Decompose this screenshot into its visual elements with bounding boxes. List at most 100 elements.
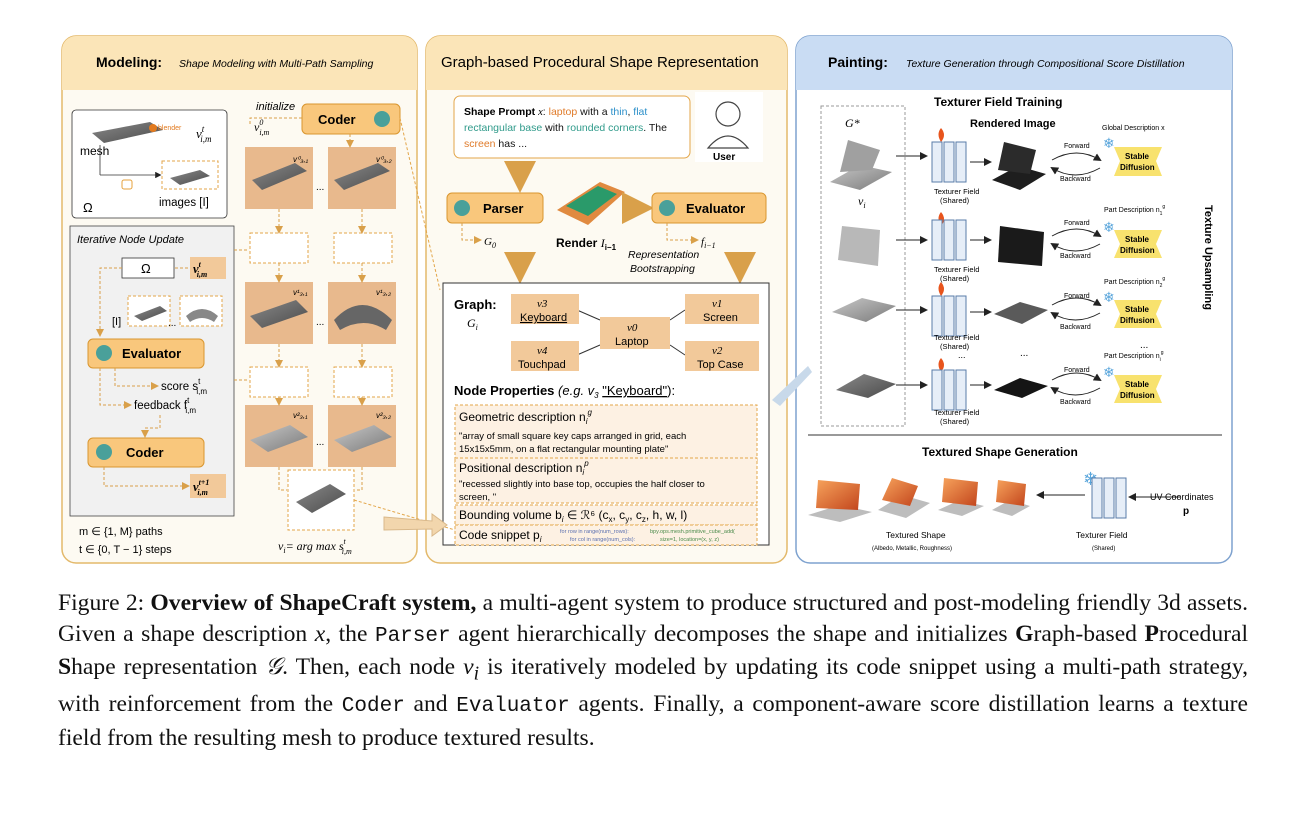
grid-label: v⁰₃,₂: [376, 155, 392, 164]
caption-text: hape representation: [71, 654, 266, 680]
caption-text: . Then, each node: [282, 654, 464, 680]
row-2: Texturer Field (Shared) Forward Backward…: [838, 204, 1165, 283]
fire-icon: [938, 358, 944, 372]
pos-title: Positional description nip: [459, 459, 589, 477]
prompt-word: flat: [633, 106, 647, 118]
texturer-field-label: Texturer Field: [934, 265, 979, 274]
part-desc: Part Description nig: [1104, 350, 1164, 363]
graph-label: Graph:: [454, 297, 497, 312]
stable-label: Stable: [1125, 305, 1150, 314]
textured-shape-sub: (Albedo, Metallic, Roughness): [872, 546, 952, 552]
modeling-panel: Modeling: Shape Modeling with Multi-Path…: [61, 35, 418, 564]
backward-label: Backward: [1060, 324, 1091, 331]
gen-title: Textured Shape Generation: [922, 445, 1078, 459]
snowflake-icon: ❄: [1103, 289, 1115, 305]
code-line4: size=1, location=(x, y, z): [660, 537, 719, 543]
caption-text: raph-based: [1033, 620, 1145, 647]
diffusion-label: Diffusion: [1120, 316, 1155, 325]
geo-box: [454, 404, 758, 464]
prompt-word: rounded corners: [567, 122, 643, 134]
node-id: v1: [712, 298, 722, 310]
g0-label: G0: [484, 236, 496, 250]
shared-label: (Shared): [940, 274, 970, 283]
prompt-word: screen: [464, 138, 496, 150]
parser-box: [446, 192, 544, 224]
bbox-title: Bounding volume bi ∈ ℛ⁶ (cx, cy, cz, h, …: [459, 508, 687, 524]
prompt-word: thin: [611, 106, 628, 118]
node-touchpad: [511, 341, 579, 371]
snowflake-icon: ❄: [1103, 219, 1115, 235]
shared-label: (Shared): [940, 196, 970, 205]
graph-gi: Gi: [467, 316, 478, 332]
multi-path-grid: v⁰₃,₁ ... v⁰₃,₂ v¹₃,₁ ... v¹₃,₂ v²₃,₁ ..…: [234, 134, 396, 556]
render-label: Render Ii−1: [556, 236, 617, 252]
node-name: Top Case: [697, 359, 743, 371]
prompt-word: rectangular base: [464, 122, 542, 134]
caption-text: rocedural: [1158, 620, 1248, 647]
evaluator-label-modeling: Evaluator: [122, 346, 181, 361]
prompt-word: :: [543, 106, 549, 118]
stable-label: Stable: [1125, 152, 1150, 161]
omega-label: Ω: [83, 200, 93, 215]
mesh-keyboard-image: [92, 122, 163, 143]
m-paths: m ∈ {1, M} paths: [79, 526, 163, 538]
blender-icon: [149, 124, 157, 132]
coder-label-modeling: Coder: [126, 445, 164, 460]
dots: ...: [316, 317, 324, 328]
omega-box-label: Ω: [141, 261, 151, 276]
g-star-label: G*: [845, 116, 860, 130]
dots: ...: [168, 318, 176, 329]
painting-header: Painting:: [828, 54, 888, 70]
caption-text: agent hierarchically decomposes the shap…: [450, 620, 1016, 647]
graph-panel: Graph-based Procedural Shape Representat…: [353, 35, 788, 564]
stable-label: Stable: [1125, 380, 1150, 389]
prompt-line2: rectangular base with rounded corners. T…: [464, 122, 667, 134]
forward-label: Forward: [1064, 143, 1090, 150]
prompt-word: ,: [627, 106, 633, 118]
evaluator-box-graph: [651, 192, 767, 224]
diffusion-label: Diffusion: [1120, 163, 1155, 172]
caption-text: is iteratively modeled by updating its c…: [58, 654, 1248, 718]
pos-text2: screen, ": [459, 492, 496, 503]
parser-label: Parser: [483, 201, 523, 216]
textured-shape-label: Textured Shape: [886, 530, 946, 540]
stable-label: Stable: [1125, 235, 1150, 244]
painting-arrow: [772, 366, 812, 406]
v-next-box: [190, 474, 226, 498]
part-desc: Part Description n2g: [1104, 276, 1165, 289]
robot-icon-2: [96, 444, 112, 460]
node-id: v3: [537, 298, 548, 310]
node-id: v4: [537, 345, 548, 357]
big-arrow: [383, 513, 448, 537]
caption-code: Evaluator: [456, 695, 570, 719]
code-line2: for col in range(num_cols):: [570, 537, 636, 543]
forward-label: Forward: [1064, 220, 1090, 227]
grid-label: v²₃,₁: [293, 411, 308, 420]
blender-logo: blender: [158, 125, 182, 132]
painting-panel: Painting: Texture Generation through Com…: [772, 35, 1233, 564]
robot-icon: [96, 345, 112, 361]
node-name: Laptop: [615, 336, 649, 348]
rendered-title: Rendered Image: [970, 118, 1056, 130]
dots: ...: [958, 350, 966, 360]
row-4: Texturer Field (Shared) Forward Backward…: [836, 350, 1164, 426]
prompt-word: with: [542, 122, 567, 134]
caption-bold-letter: S: [58, 654, 72, 680]
node-top-case: [685, 341, 759, 371]
dots: ...: [1020, 348, 1028, 359]
node-laptop: [600, 317, 670, 349]
uv-label: UV Coordinates: [1150, 492, 1214, 502]
grid-label: v¹₃,₁: [293, 288, 308, 297]
modeling-header: Modeling:: [96, 54, 162, 70]
images-label: images [I]: [159, 197, 209, 209]
robot-icon-3: [374, 111, 390, 127]
training-rows: Texturer Field (Shared) Forward Backward…: [830, 125, 1165, 426]
fire-icon: [938, 128, 944, 142]
code-box: [454, 524, 758, 546]
prompt-word: with a: [577, 106, 610, 118]
dots: ...: [316, 182, 324, 193]
